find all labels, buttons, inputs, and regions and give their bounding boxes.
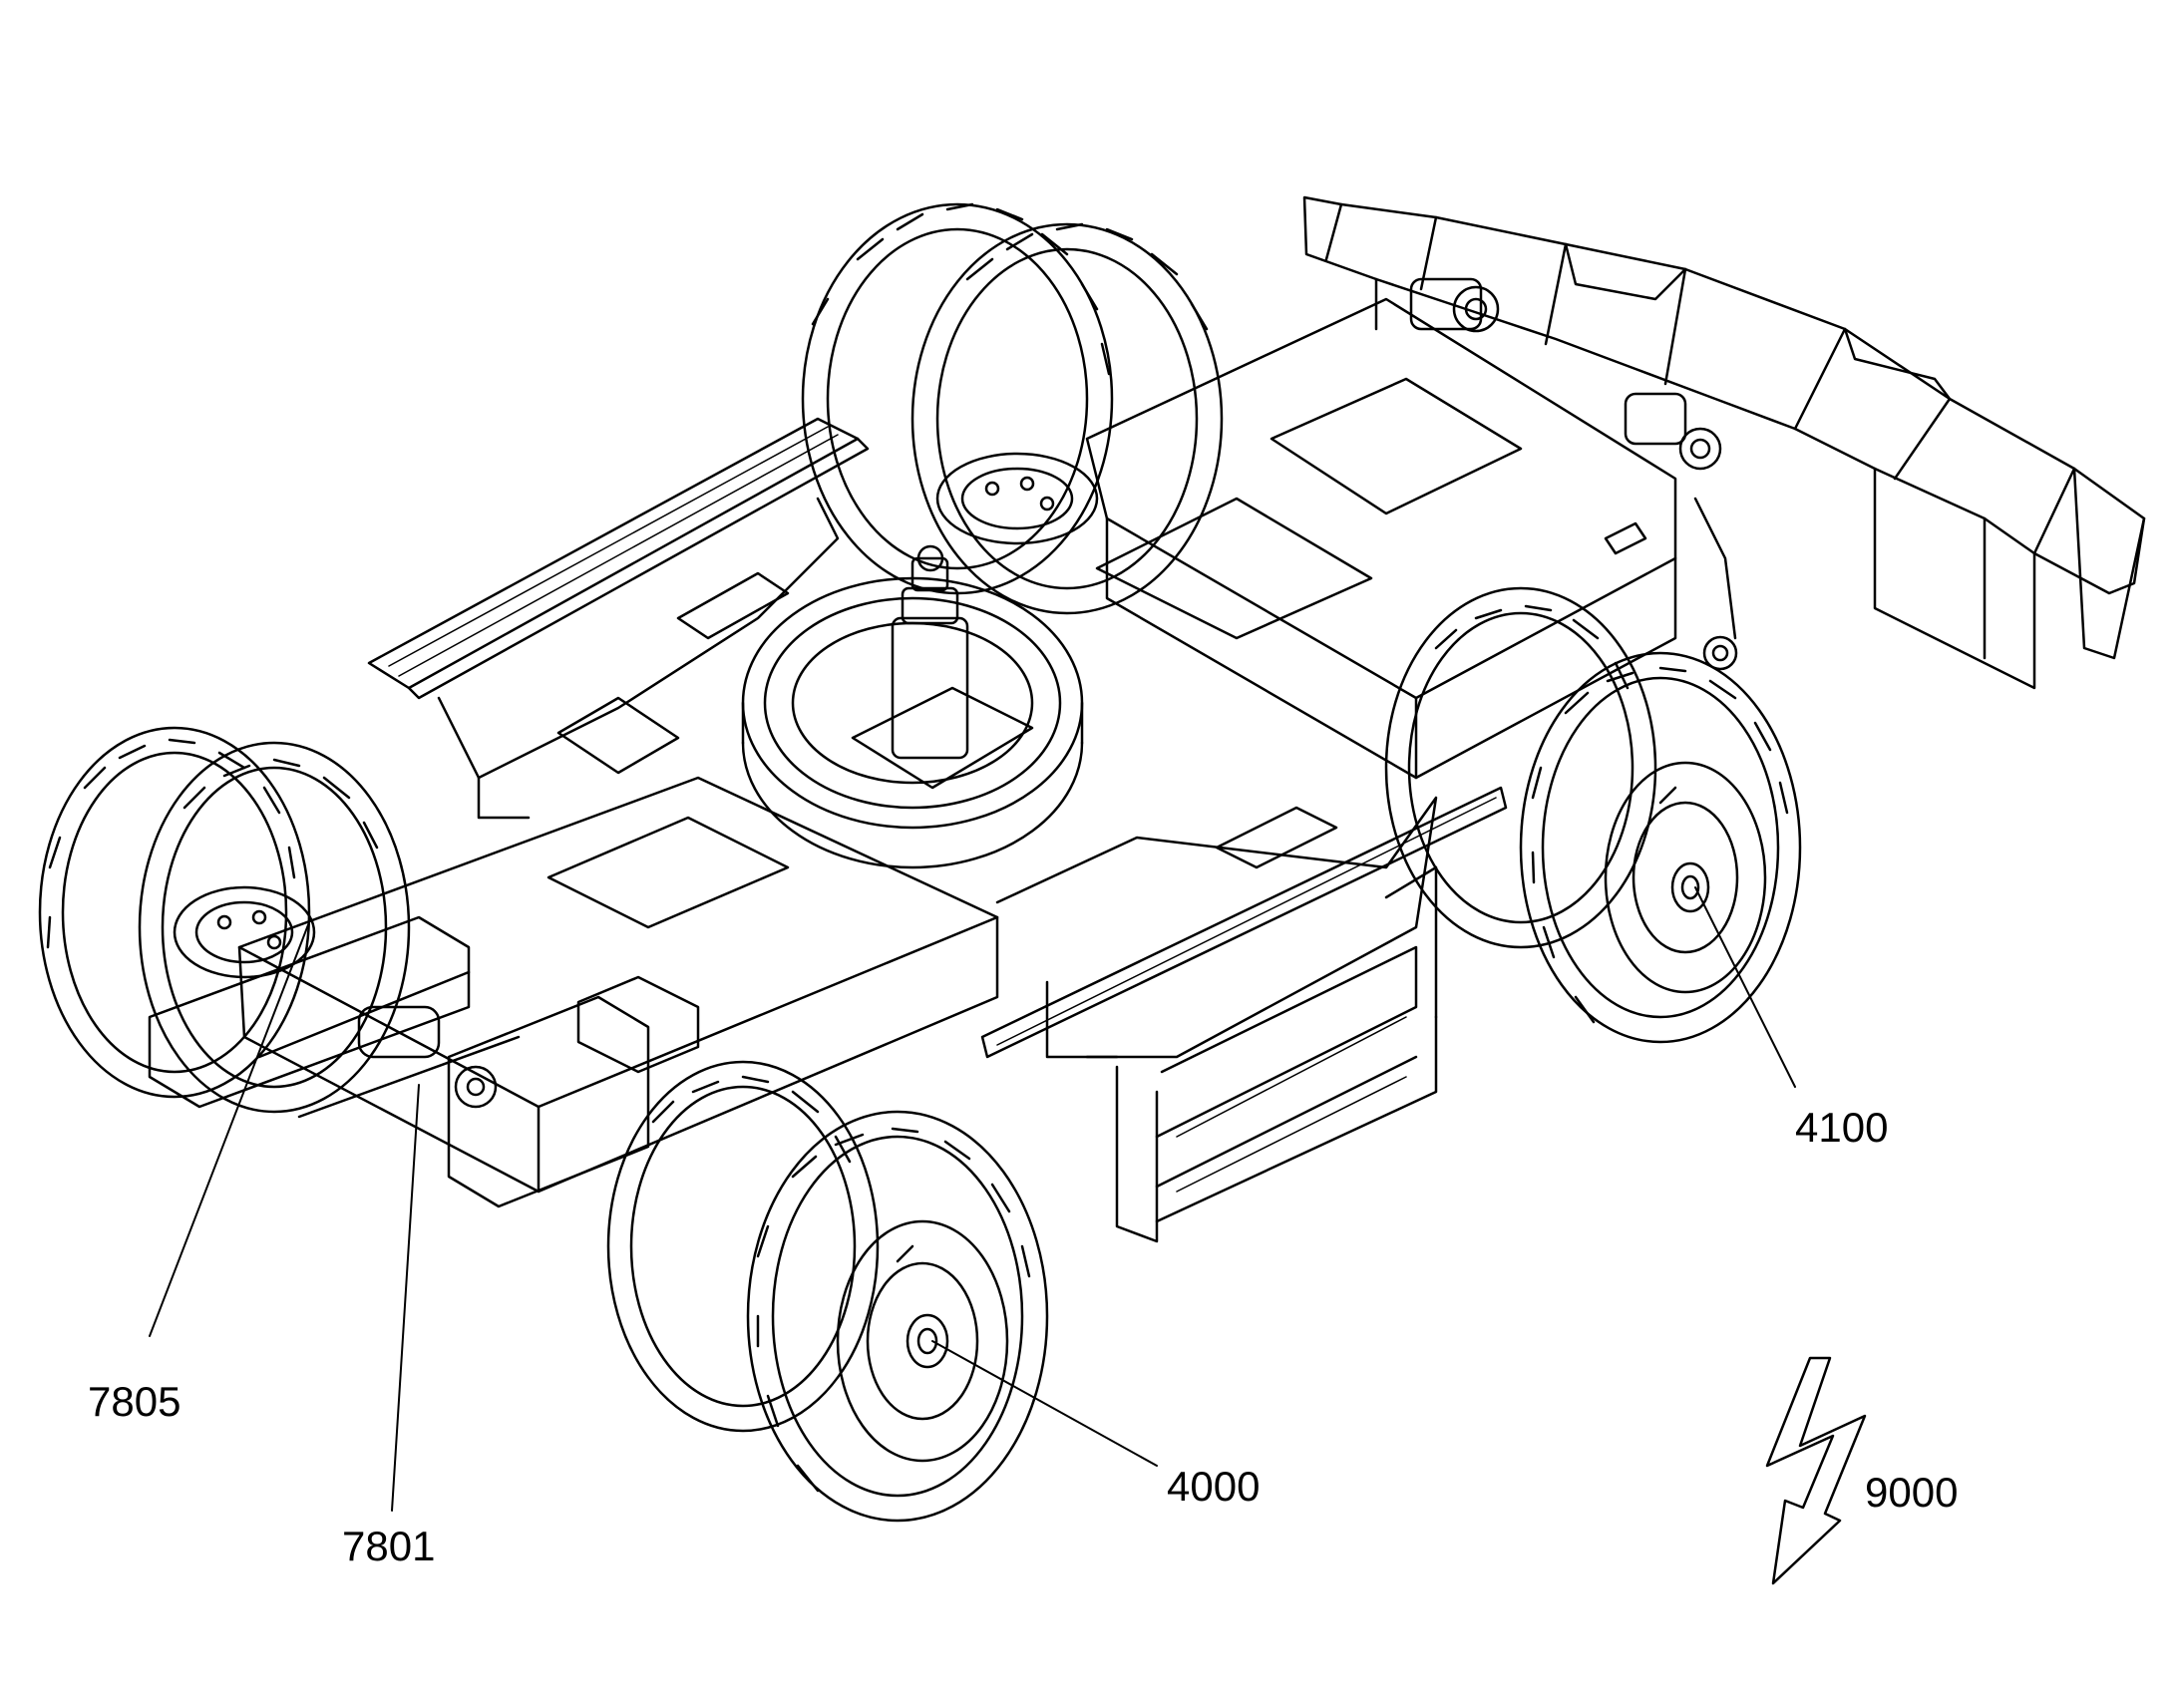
right-deck — [980, 786, 1508, 1243]
rear-right-wheel-hub — [1604, 761, 1767, 994]
dozer-blade — [1302, 195, 2146, 690]
front-left-tire-inner — [138, 741, 411, 1114]
ref-label-4000: 4000 — [1167, 1463, 1261, 1510]
leader-lines — [149, 886, 1796, 1512]
swivel-joint — [851, 544, 1034, 790]
leader-4100 — [1694, 886, 1796, 1088]
left-deck — [367, 417, 870, 820]
ref-label-4100: 4100 — [1795, 1104, 1889, 1151]
ref-label-7801: 7801 — [342, 1523, 436, 1569]
direction-arrow-icon — [1765, 1356, 1867, 1585]
slewing-ring — [741, 576, 1084, 869]
front-right-tire-outer — [746, 1110, 1049, 1523]
rear-right-tire-outer — [1519, 651, 1802, 1044]
ref-label-7805: 7805 — [88, 1378, 182, 1425]
leader-7805 — [149, 921, 310, 1337]
rear-left-hub — [935, 452, 1099, 545]
blade-pivots — [1409, 277, 1738, 671]
front-frame — [237, 776, 999, 1208]
front-right-wheel-hub — [836, 1219, 1009, 1463]
front-right-tire-inner — [606, 1060, 880, 1433]
front-left-hub — [173, 885, 316, 979]
deck-grating-right — [996, 797, 1497, 1193]
leader-7801 — [391, 1084, 420, 1512]
rear-left-tire-inner — [910, 222, 1224, 615]
rear-right-tire-inner — [1384, 586, 1657, 949]
ref-label-9000: 9000 — [1865, 1469, 1959, 1516]
rear-frame — [1085, 297, 1677, 780]
deck-grating-left — [388, 426, 839, 677]
leader-4000 — [931, 1340, 1158, 1467]
front-left-tire-outer — [38, 726, 311, 1099]
